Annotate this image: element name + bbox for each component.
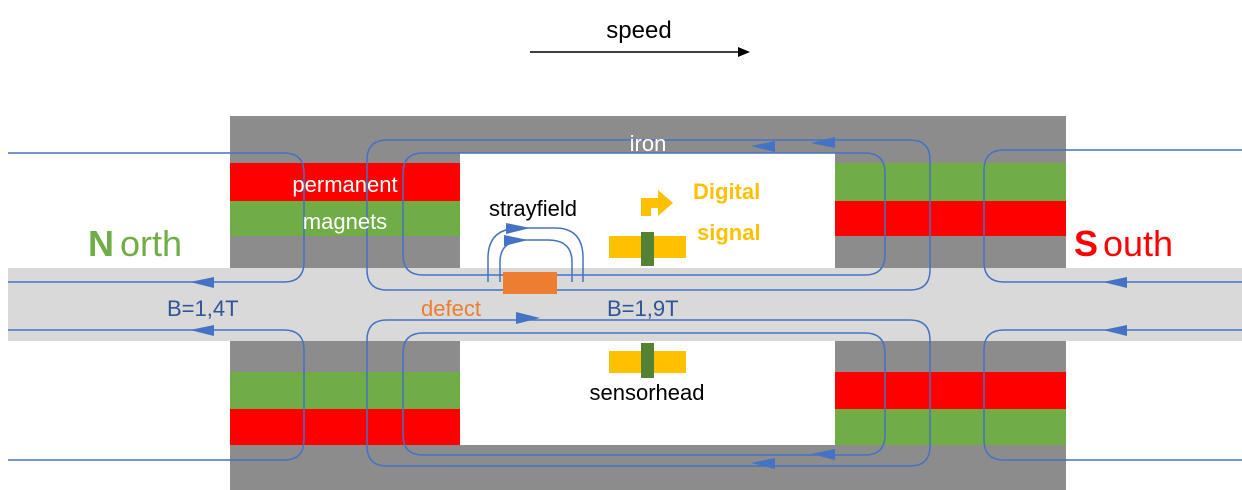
b-left-label: B=1,4T — [167, 296, 239, 321]
field-arrowheads — [190, 137, 1127, 469]
magnet-upper-right-green — [835, 163, 1066, 201]
magnets-label: magnets — [303, 209, 387, 234]
permanent-label: permanent — [292, 172, 397, 197]
digital-signal-line1: Digital — [693, 179, 760, 204]
north-rest: orth — [120, 223, 182, 264]
field-lines — [8, 139, 1242, 467]
sensor-lower — [609, 343, 686, 378]
magnet-upper-left-red — [230, 163, 460, 201]
magnet-lower-left-green — [230, 372, 460, 409]
digital-signal-line2: signal — [697, 220, 761, 245]
magnet-lower-right-red — [835, 372, 1066, 409]
south-rest: outh — [1103, 223, 1173, 264]
iron-label: iron — [630, 131, 667, 156]
sensorhead-label: sensorhead — [590, 380, 705, 405]
magnet-upper-left-green — [230, 201, 460, 236]
b-right-label: B=1,9T — [607, 296, 679, 321]
magnet-lower-left-red — [230, 409, 460, 445]
north-letter: N — [88, 223, 114, 264]
sensor-upper — [609, 232, 686, 266]
defect-marker — [503, 272, 557, 294]
strayfield-label: strayfield — [489, 196, 577, 221]
magnet-upper-right-red — [835, 201, 1066, 236]
speed-label: speed — [606, 17, 671, 44]
digital-signal-icon — [641, 190, 673, 216]
magnet-lower-right-green — [835, 409, 1066, 445]
defect-label: defect — [421, 296, 481, 321]
south-letter: S — [1074, 223, 1098, 264]
